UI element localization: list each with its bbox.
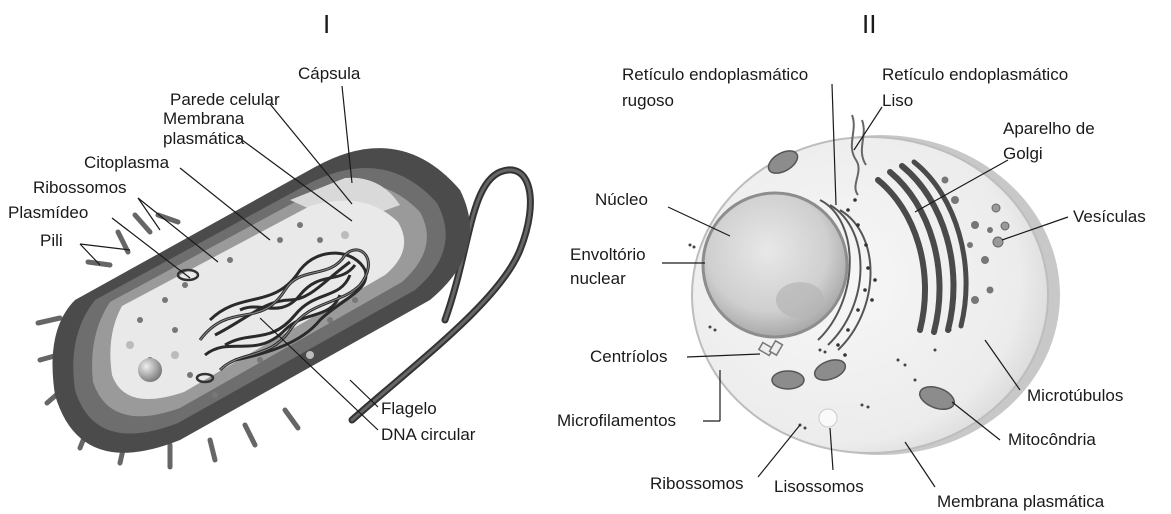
eukaryote-panel: II <box>557 9 1146 511</box>
label-pili: Pili <box>40 231 63 250</box>
nucleolus <box>776 282 824 318</box>
label-membrana-1: Membrana <box>163 109 245 128</box>
label-rer-2: rugoso <box>622 91 674 110</box>
label-centriolos: Centríolos <box>590 347 667 366</box>
lysosome <box>819 409 837 427</box>
nucleus <box>703 193 847 337</box>
label-golgi-1: Aparelho de <box>1003 119 1095 138</box>
panel-title-prokaryote: I <box>323 9 330 39</box>
label-microfilamentos: Microfilamentos <box>557 411 676 430</box>
label-vesiculas: Vesículas <box>1073 207 1146 226</box>
label-rer-1: Retículo endoplasmático <box>622 65 808 84</box>
label-ribossomos-euk: Ribossomos <box>650 474 744 493</box>
prokaryote-panel: I <box>8 9 530 467</box>
label-lisossomos: Lisossomos <box>774 477 864 496</box>
label-membrana-plasmatica: Membrana plasmática <box>937 492 1105 511</box>
label-citoplasma: Citoplasma <box>84 153 170 172</box>
label-envoltorio-2: nuclear <box>570 269 626 288</box>
label-parede-celular: Parede celular <box>170 90 280 109</box>
label-nucleo: Núcleo <box>595 190 648 209</box>
label-flagelo: Flagelo <box>381 399 437 418</box>
inclusion-granule <box>138 358 162 382</box>
label-rel-1: Retículo endoplasmático <box>882 65 1068 84</box>
label-envoltorio-1: Envoltório <box>570 245 646 264</box>
label-dna-circular: DNA circular <box>381 425 476 444</box>
label-membrana-2: plasmática <box>163 129 245 148</box>
label-capsula: Cápsula <box>298 64 361 83</box>
label-golgi-2: Golgi <box>1003 144 1043 163</box>
label-ribossomos-pro: Ribossomos <box>33 178 127 197</box>
label-microtubulos: Microtúbulos <box>1027 386 1123 405</box>
panel-title-eukaryote: II <box>862 9 876 39</box>
label-rel-2: Liso <box>882 91 913 110</box>
label-plasmideo: Plasmídeo <box>8 203 88 222</box>
label-mitocondria: Mitocôndria <box>1008 430 1096 449</box>
